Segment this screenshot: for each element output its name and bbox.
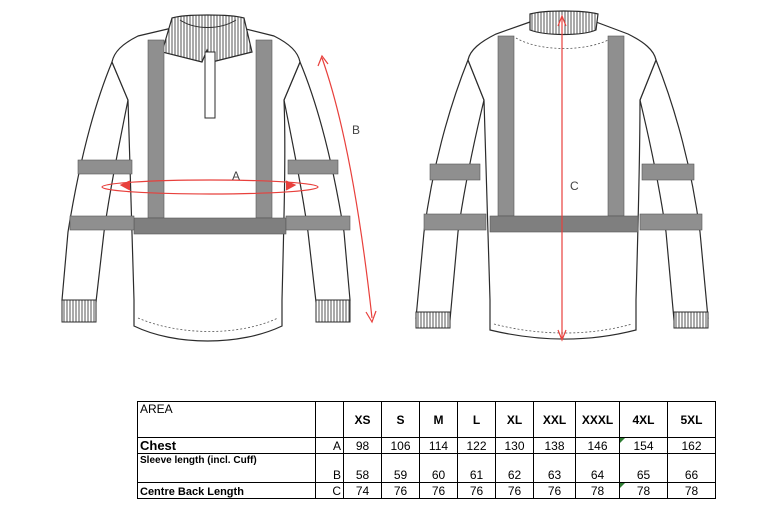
row-label: Centre Back Length xyxy=(137,482,316,499)
back-right-sleeve xyxy=(639,58,709,321)
back-sleeve-tape-lower-right xyxy=(639,213,703,231)
size-header: XXL xyxy=(533,401,576,438)
sleeve-measure xyxy=(317,54,377,324)
table-cell: 154 xyxy=(619,437,668,454)
table-cell: 76 xyxy=(457,482,496,499)
front-cuff-right xyxy=(315,299,351,323)
table-cell: 78 xyxy=(575,482,620,499)
table-cell: 62 xyxy=(495,453,534,483)
back-sleeve-tape-upper-right xyxy=(641,163,695,181)
row-label: Sleeve length (incl. Cuff) xyxy=(137,453,316,483)
table-cell: 74 xyxy=(343,482,382,499)
table-cell: 162 xyxy=(667,437,716,454)
front-placket xyxy=(204,51,216,119)
back-sleeve-tape-upper-left xyxy=(429,163,481,181)
front-sleeve-tape-upper-right xyxy=(287,159,339,175)
front-tape-right xyxy=(255,39,273,219)
size-header: S xyxy=(381,401,420,438)
size-header: 4XL xyxy=(619,401,668,438)
table-cell: 65 xyxy=(619,453,668,483)
size-header: XS xyxy=(343,401,382,438)
size-header: 5XL xyxy=(667,401,716,438)
table-cell: 63 xyxy=(533,453,576,483)
garment-diagram: A B C xyxy=(61,10,709,342)
table-cell: 130 xyxy=(495,437,534,454)
area-header: AREA xyxy=(137,401,316,438)
table-row: Sleeve length (incl. Cuff) B 58 59 60 61… xyxy=(137,453,716,483)
table-cell: 60 xyxy=(419,453,458,483)
front-left-sleeve xyxy=(61,60,129,303)
back-left-sleeve xyxy=(415,58,485,321)
row-code: C xyxy=(315,482,344,499)
front-tape-waist xyxy=(133,217,287,235)
table-cell: 76 xyxy=(381,482,420,499)
back-tape-left xyxy=(497,35,515,217)
front-cuff-left xyxy=(61,299,97,323)
size-header: L xyxy=(457,401,496,438)
table-cell: 64 xyxy=(575,453,620,483)
back-cuff-right xyxy=(673,311,709,329)
table-cell: 98 xyxy=(343,437,382,454)
front-sleeve-tape-upper-left xyxy=(77,159,133,175)
row-code: A xyxy=(315,437,344,454)
size-header: XL xyxy=(495,401,534,438)
back-length-measure xyxy=(557,14,567,342)
size-table: AREA XS S M L XL XXL XXXL 4XL 5XL Chest … xyxy=(137,401,716,499)
table-cell: 138 xyxy=(533,437,576,454)
back-cuff-left xyxy=(415,311,451,329)
table-cell: 76 xyxy=(419,482,458,499)
back-collar xyxy=(529,10,599,36)
row-code: B xyxy=(315,453,344,483)
label-sleeve: B xyxy=(352,123,360,137)
size-header: M xyxy=(419,401,458,438)
label-back-length: C xyxy=(570,179,579,193)
back-sleeve-tape-lower-left xyxy=(423,213,487,231)
front-sleeve-tape-lower-left xyxy=(69,215,135,231)
chest-measure xyxy=(101,179,319,195)
size-header: XXXL xyxy=(575,401,620,438)
table-cell: 122 xyxy=(457,437,496,454)
table-cell: 61 xyxy=(457,453,496,483)
header-row: AREA XS S M L XL XXL XXXL 4XL 5XL xyxy=(137,401,716,438)
back-tape-waist xyxy=(489,215,639,233)
front-tape-left xyxy=(147,39,165,219)
table-cell: 76 xyxy=(533,482,576,499)
table-cell: 59 xyxy=(381,453,420,483)
table-cell: 106 xyxy=(381,437,420,454)
row-label: Chest xyxy=(137,437,316,454)
label-chest: A xyxy=(232,169,240,183)
code-header xyxy=(315,401,344,438)
table-cell: 78 xyxy=(619,482,668,499)
front-sleeve-tape-lower-right xyxy=(285,215,351,231)
table-cell: 66 xyxy=(667,453,716,483)
table-row: Centre Back Length C 74 76 76 76 76 76 7… xyxy=(137,482,716,499)
table-cell: 146 xyxy=(575,437,620,454)
table-cell: 58 xyxy=(343,453,382,483)
table-cell: 78 xyxy=(667,482,716,499)
table-cell: 76 xyxy=(495,482,534,499)
table-row: Chest A 98 106 114 122 130 138 146 154 1… xyxy=(137,437,716,454)
table-cell: 114 xyxy=(419,437,458,454)
back-tape-right xyxy=(607,35,625,217)
